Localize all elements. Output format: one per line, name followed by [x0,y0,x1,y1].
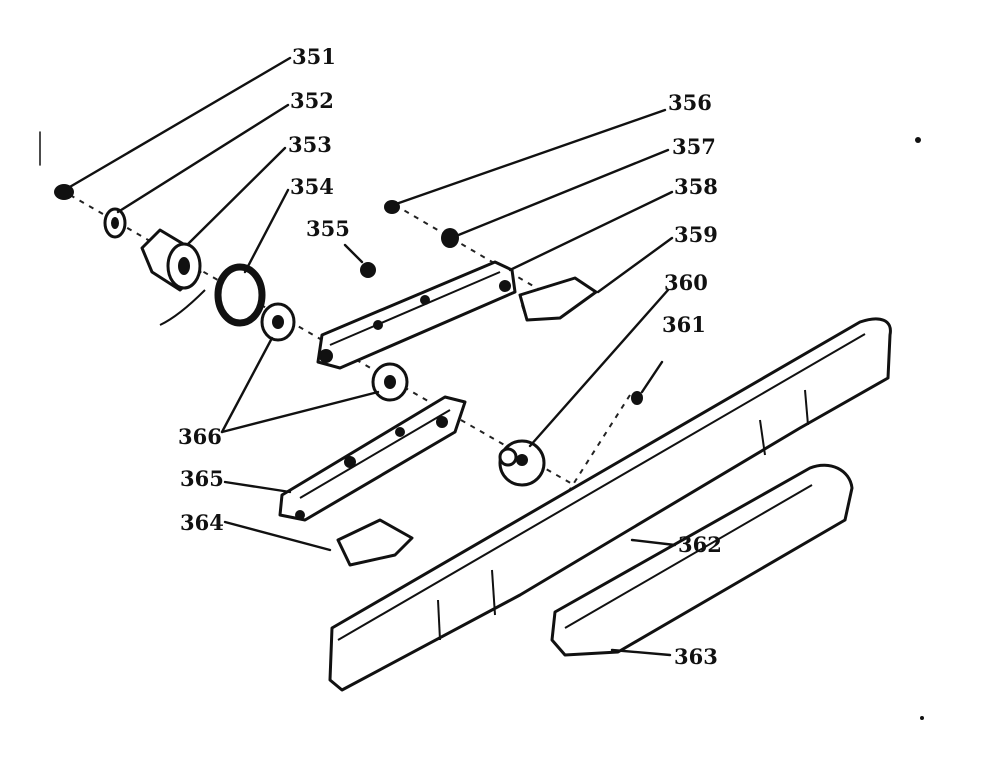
part-363-grip [550,463,854,657]
part-364-pad [336,518,414,567]
scan-specks [39,131,924,720]
callout-351: 351 [292,44,336,69]
callout-365: 365 [180,466,224,491]
part-359-pad [518,276,598,322]
callout-352: 352 [290,88,334,113]
callout-357: 357 [672,134,716,159]
callout-363: 363 [674,644,718,669]
part-356-screw [384,200,400,214]
part-361-screw [631,391,643,405]
part-366-spacer-lower [371,362,409,402]
leader-lines [66,56,677,657]
callout-358: 358 [674,174,718,199]
part-365-bracket-lower [278,395,467,522]
callout-364: 364 [180,510,224,535]
callout-359: 359 [674,222,718,247]
part-362-handle-trim [328,317,892,692]
callout-361: 361 [662,312,706,337]
callout-355: 355 [306,216,350,241]
part-354-ring [159,263,266,327]
part-355-nut [360,262,376,278]
part-366-spacer-upper [260,302,296,342]
part-360-washer [498,439,546,487]
callout-356: 356 [668,90,712,115]
callout-362: 362 [678,532,722,557]
part-358-bracket-upper [316,260,517,370]
part-353-bearing [140,228,202,292]
callout-366: 366 [178,424,222,449]
part-357-nut [441,228,459,248]
part-352-washer [103,207,127,239]
callout-354: 354 [290,174,334,199]
callout-353: 353 [288,132,332,157]
callout-360: 360 [664,270,708,295]
callout-labels: 351 352 353 354 355 356 357 358 359 360 … [178,44,722,669]
